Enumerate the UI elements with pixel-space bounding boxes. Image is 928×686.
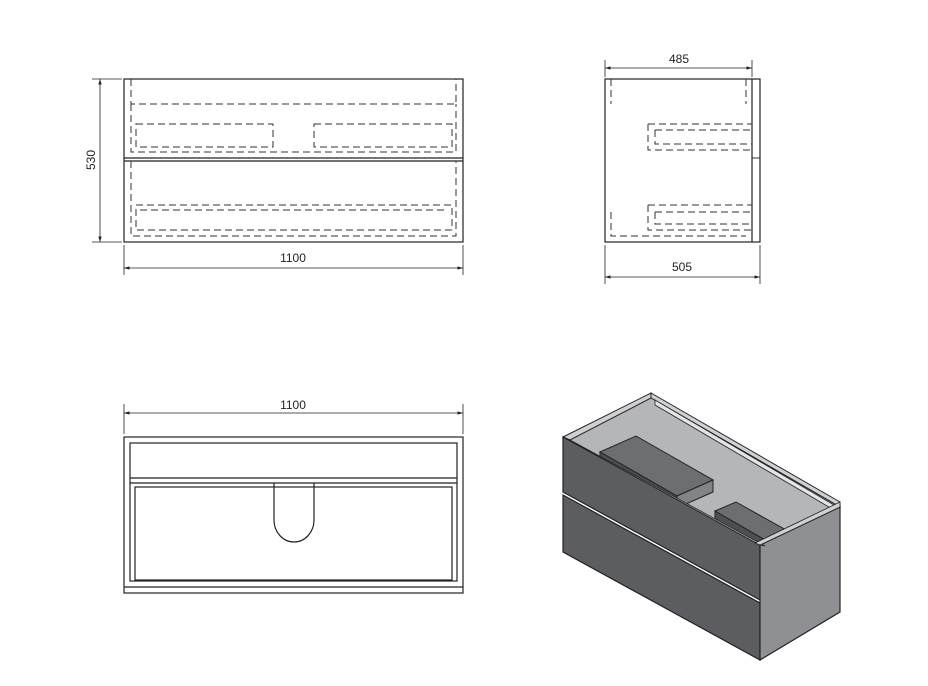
dim-label-side-bottom: 505 (672, 260, 692, 274)
hidden-lower-box (130, 161, 457, 237)
hidden-lower-tray (135, 204, 453, 231)
dim-label-front-width: 1100 (280, 251, 306, 265)
hidden-upper-box (130, 104, 457, 153)
dim-label-side-top: 485 (669, 52, 689, 66)
iso-side-top-edge (754, 501, 841, 546)
hidden-upper-right-tray (313, 123, 453, 148)
top-inner-frame (129, 442, 458, 582)
top-drawer-box (134, 486, 453, 581)
hidden-upper-left-tray (135, 123, 274, 148)
front-view: 1100 530 (84, 78, 464, 275)
side-hidden-lower-tray (647, 204, 752, 231)
dim-label-top-width: 1100 (280, 398, 306, 412)
hidden-top-rail (130, 79, 457, 105)
side-outline (604, 78, 761, 243)
top-view: 1100 (123, 398, 464, 594)
siphon-cutout (273, 483, 315, 543)
side-view: 485 505 (604, 52, 761, 284)
dim-label-front-height: 530 (84, 150, 98, 170)
isometric-view (561, 392, 842, 662)
top-outline (123, 436, 464, 594)
side-hidden-upper-tray (647, 123, 752, 151)
side-hidden-bottom (610, 212, 746, 237)
iso-front-top-edge (562, 436, 766, 547)
